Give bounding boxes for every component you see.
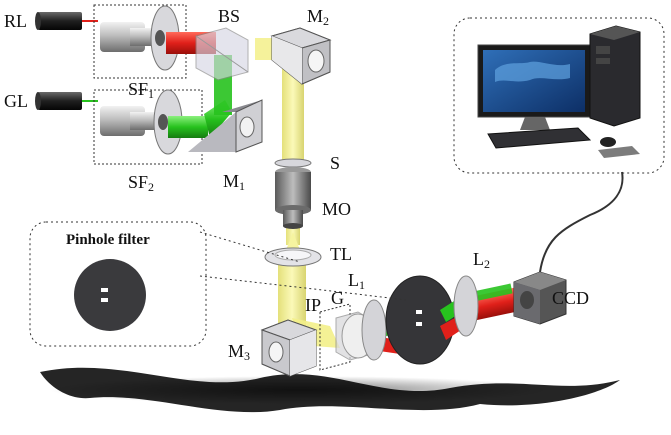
spatial-filter-sf1 [93,4,187,79]
ccd-cable [539,171,624,273]
label-l2: L2 [473,249,490,271]
red-laser-rl [35,12,98,30]
pinhole-filter-title: Pinhole filter [66,232,150,248]
label-m1: M1 [223,171,246,193]
label-m3: M3 [228,341,251,363]
pinhole-filter-disk [385,275,455,365]
label-g: G [331,288,344,308]
lens-l2 [453,275,479,337]
label-sf2: SF2 [128,172,155,194]
lens-l1 [361,299,387,361]
label-ip: IP [305,295,322,315]
ccd-camera [513,271,567,325]
mirror-m3 [260,319,318,377]
label-ccd: CCD [552,288,590,308]
computer-box [453,17,665,174]
beam-splitter-bs [195,27,249,81]
label-s: S [330,153,341,173]
ground-shadow [40,367,620,413]
label-mo: MO [322,199,352,219]
pinhole-filter-callout [29,221,407,347]
label-tl: TL [330,244,352,264]
label-rl: RL [4,11,28,31]
label-gl: GL [4,91,28,111]
label-bs: BS [218,6,241,26]
tube-lens-tl [264,247,322,267]
shutter-s [274,158,312,168]
image-plane-ip [319,303,351,371]
label-l1: L1 [348,270,365,292]
microscope-objective-mo [275,167,311,229]
green-laser-gl [35,92,98,110]
label-sf1: SF1 [128,79,155,101]
recombined-beams [440,283,522,340]
label-m2: M2 [307,6,330,28]
mirror-m1 [188,99,263,153]
mirror-m2 [270,27,332,85]
